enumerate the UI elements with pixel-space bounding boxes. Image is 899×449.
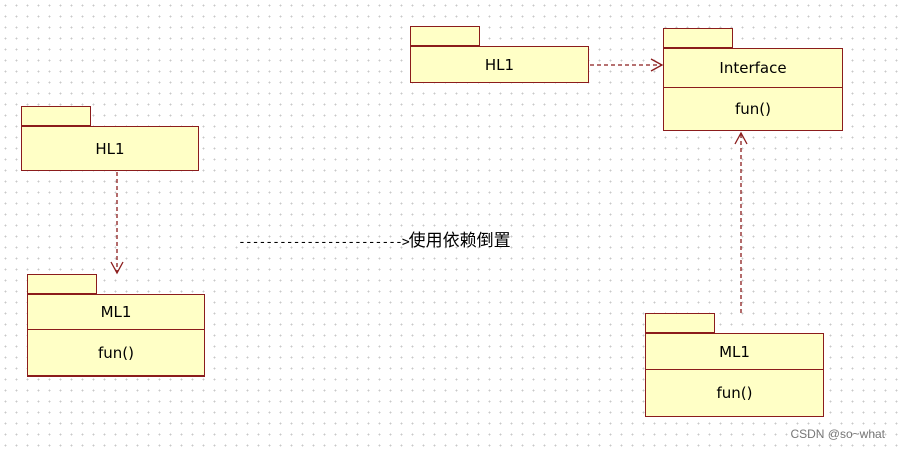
compartment-divider <box>664 87 842 88</box>
left-dependency-arrowhead <box>110 261 124 275</box>
package-body: ML1 fun() <box>645 333 824 417</box>
package-body: HL1 <box>410 46 589 83</box>
caption-text: 使用依赖倒置 <box>408 231 511 251</box>
package-method: fun() <box>98 343 134 362</box>
package-name: ML1 <box>100 303 132 321</box>
compartment-divider <box>646 369 823 370</box>
caption-arrow: ------------------------> <box>238 235 410 250</box>
package-body: HL1 <box>21 126 199 171</box>
package-name: ML1 <box>719 342 750 361</box>
left-hl1-package[interactable]: HL1 <box>21 106 199 171</box>
watermark: CSDN @so~what <box>790 427 885 441</box>
package-tab <box>27 274 97 294</box>
right-hl1-package[interactable]: HL1 <box>410 26 589 83</box>
package-tab <box>663 28 733 48</box>
transformation-caption: ------------------------>使用依赖倒置 <box>238 226 511 251</box>
package-method: fun() <box>735 100 771 118</box>
right-interface-package[interactable]: Interface fun() <box>663 28 843 131</box>
package-body: Interface fun() <box>663 48 843 131</box>
compartment-divider <box>28 329 204 330</box>
right-ml1-dependency-arrowhead <box>734 131 748 145</box>
package-tab <box>21 106 91 126</box>
left-ml1-package[interactable]: ML1 fun() <box>27 274 205 377</box>
package-method: fun() <box>716 384 753 402</box>
right-ml1-package[interactable]: ML1 fun() <box>645 313 824 417</box>
package-tab <box>410 26 480 46</box>
package-body: ML1 fun() <box>27 294 205 377</box>
package-name: HL1 <box>484 55 515 74</box>
package-tab <box>645 313 715 333</box>
package-name: HL1 <box>95 139 125 158</box>
package-name: Interface <box>719 59 787 77</box>
right-hl1-dependency-arrowhead <box>650 58 664 72</box>
